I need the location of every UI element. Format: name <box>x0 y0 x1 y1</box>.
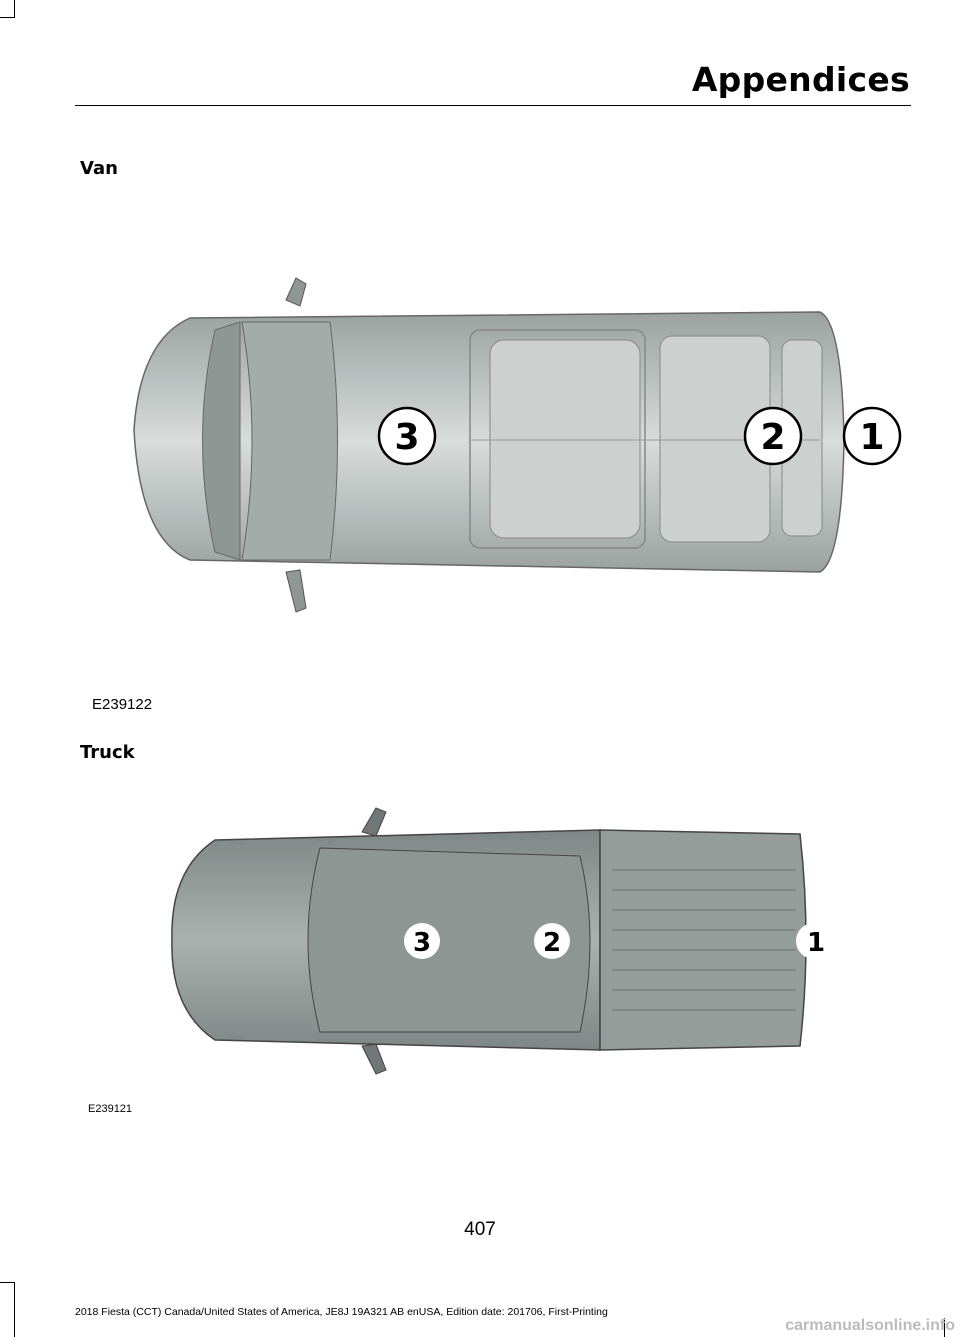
van-callout-2: 2 <box>760 417 785 458</box>
truck-image-code: E239121 <box>88 1103 133 1115</box>
footer-edition-text: 2018 Fiesta (CCT) Canada/United States o… <box>75 1306 608 1318</box>
van-image-code: E239122 <box>92 696 153 713</box>
van-callout-3: 3 <box>394 417 419 458</box>
watermark: carmanualsonline.info <box>785 1317 955 1334</box>
crop-mark-top-left-h <box>0 17 15 18</box>
truck-callout-3: 3 <box>413 928 431 958</box>
section-label-van: Van <box>80 158 118 179</box>
crop-mark-bottom-right-v <box>944 1318 945 1337</box>
page-title: Appendices <box>691 60 910 99</box>
van-callout-1: 1 <box>859 417 884 458</box>
section-label-truck: Truck <box>80 742 135 763</box>
crop-mark-bottom-left-h <box>0 1282 15 1283</box>
truck-callout-1: 1 <box>807 928 825 958</box>
page-number: 407 <box>464 1219 496 1240</box>
truck-callout-2: 2 <box>543 928 561 958</box>
crop-mark-top-left-v <box>14 0 15 18</box>
header-rule <box>75 105 911 106</box>
crop-mark-bottom-left-v <box>14 1282 15 1337</box>
